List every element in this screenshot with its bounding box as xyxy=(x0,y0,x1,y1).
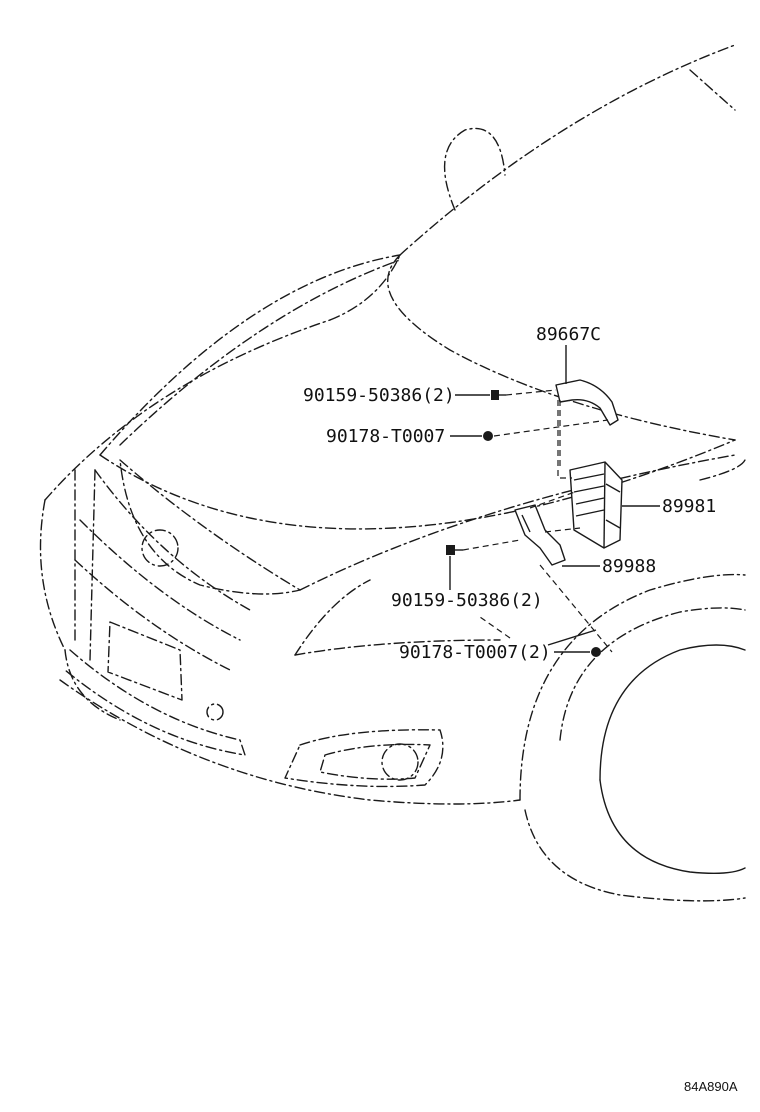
label-bolt-upper: 90159-50386(2) xyxy=(303,385,455,406)
label-89667c: 89667C xyxy=(536,324,601,345)
nut-lower-icon xyxy=(591,647,601,657)
label-bolt-lower: 90159-50386(2) xyxy=(391,590,543,611)
bracket-89988 xyxy=(514,504,566,566)
bolt-lower-icon xyxy=(446,545,463,555)
bolt-upper-icon xyxy=(491,390,506,400)
label-nut-lower: 90178-T0007(2) xyxy=(399,642,551,663)
diagram-code: 84A890A xyxy=(684,1079,738,1094)
car-body xyxy=(39,44,746,902)
label-nut-upper: 90178-T0007 xyxy=(326,426,445,447)
nut-upper-icon xyxy=(483,431,493,441)
bracket-89667c xyxy=(555,379,619,426)
leader-lines xyxy=(449,345,660,653)
label-89981: 89981 xyxy=(662,496,716,517)
label-89988: 89988 xyxy=(602,556,656,577)
computer-unit-89981 xyxy=(569,461,623,549)
